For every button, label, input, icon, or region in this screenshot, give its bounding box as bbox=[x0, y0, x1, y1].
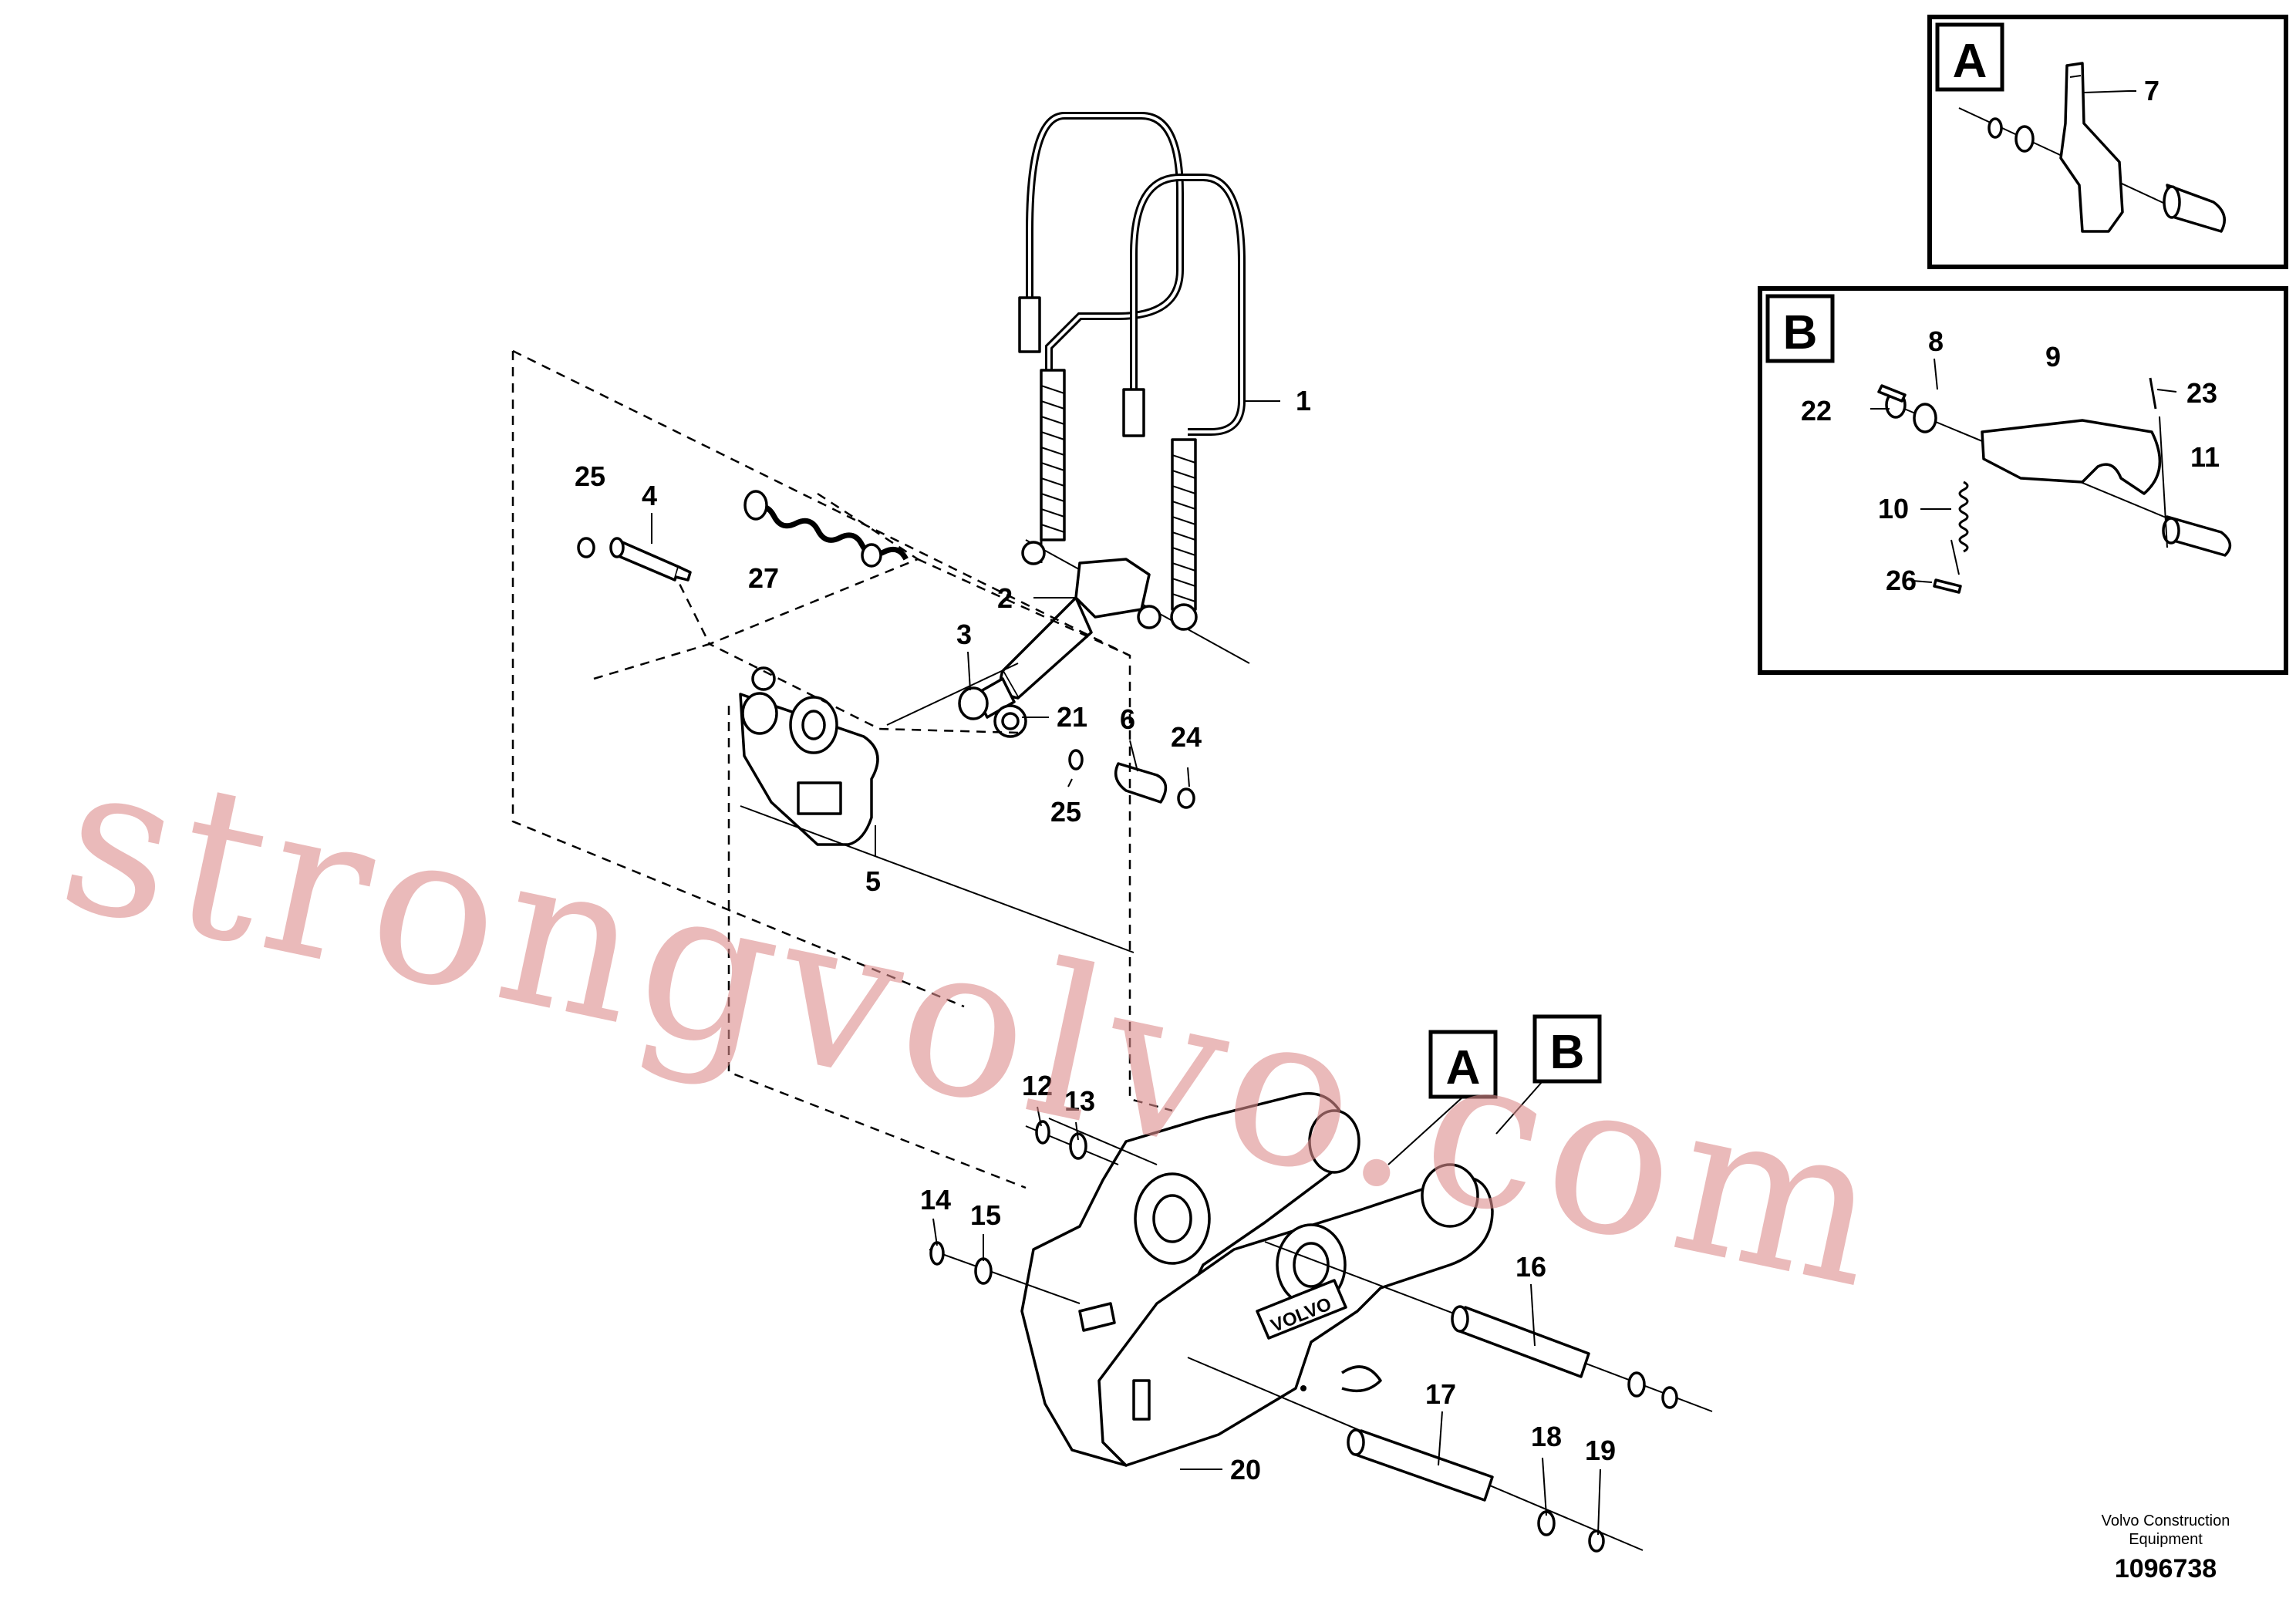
hydraulic-hoses bbox=[1018, 112, 1246, 629]
callout-6: 6 bbox=[1120, 703, 1135, 735]
watermark: strongvolvo.com bbox=[44, 713, 1907, 1336]
detail-marker-a: A bbox=[1446, 1041, 1481, 1094]
callout-27: 27 bbox=[748, 562, 779, 594]
detail-marker-b: B bbox=[1550, 1026, 1585, 1079]
callout-3: 3 bbox=[956, 619, 972, 650]
callout-2: 2 bbox=[997, 582, 1013, 614]
callout-26: 26 bbox=[1886, 565, 1917, 596]
callout-25-bottom: 25 bbox=[1050, 796, 1081, 828]
callout-11: 11 bbox=[2190, 441, 2220, 473]
detail-markers: A B bbox=[1387, 1014, 1602, 1165]
dashed-leader-lines bbox=[511, 349, 1173, 1189]
callout-5: 5 bbox=[865, 865, 881, 897]
callout-13: 13 bbox=[1064, 1085, 1095, 1117]
detail-box-b: B bbox=[1758, 286, 2288, 675]
callout-leaders bbox=[651, 90, 2177, 1536]
callout-25-top: 25 bbox=[575, 460, 605, 492]
hydraulic-cylinder bbox=[958, 539, 1250, 738]
lock-link bbox=[739, 666, 1195, 846]
callout-21: 21 bbox=[1057, 701, 1087, 733]
retaining-rings bbox=[929, 1120, 1678, 1553]
callout-numbers: 1 2 3 4 5 6 7 8 9 10 11 12 13 14 15 16 1… bbox=[575, 75, 2220, 1485]
callout-18: 18 bbox=[1531, 1421, 1562, 1452]
callout-4: 4 bbox=[642, 480, 657, 511]
callout-20: 20 bbox=[1230, 1454, 1261, 1485]
callout-9: 9 bbox=[2045, 341, 2061, 373]
spring-and-pin bbox=[577, 490, 909, 582]
footer: Volvo Construction Equipment 1096738 bbox=[2102, 1512, 2230, 1583]
callout-17: 17 bbox=[1425, 1378, 1456, 1410]
callout-19: 19 bbox=[1585, 1435, 1616, 1466]
company-line-1: Volvo Construction bbox=[2102, 1512, 2230, 1529]
detail-box-a: A bbox=[1927, 15, 2288, 269]
callout-15: 15 bbox=[970, 1199, 1001, 1231]
quick-coupler-body: VOLVO bbox=[1020, 1092, 1494, 1467]
callout-10: 10 bbox=[1878, 493, 1909, 524]
callout-14: 14 bbox=[920, 1184, 951, 1216]
company-line-2: Equipment bbox=[2129, 1531, 2203, 1548]
callout-7: 7 bbox=[2144, 75, 2159, 106]
detail-box-a-label: A bbox=[1953, 35, 1988, 88]
callout-16: 16 bbox=[1515, 1251, 1546, 1283]
drawing-number: 1096738 bbox=[2115, 1554, 2217, 1583]
callout-23: 23 bbox=[2186, 377, 2217, 409]
callout-12: 12 bbox=[1022, 1070, 1053, 1101]
pins bbox=[1347, 1305, 1590, 1502]
callout-22: 22 bbox=[1801, 395, 1832, 427]
callout-8: 8 bbox=[1928, 325, 1944, 357]
callout-1: 1 bbox=[1296, 385, 1311, 416]
callout-24: 24 bbox=[1171, 721, 1202, 753]
detail-box-b-label: B bbox=[1783, 306, 1818, 359]
